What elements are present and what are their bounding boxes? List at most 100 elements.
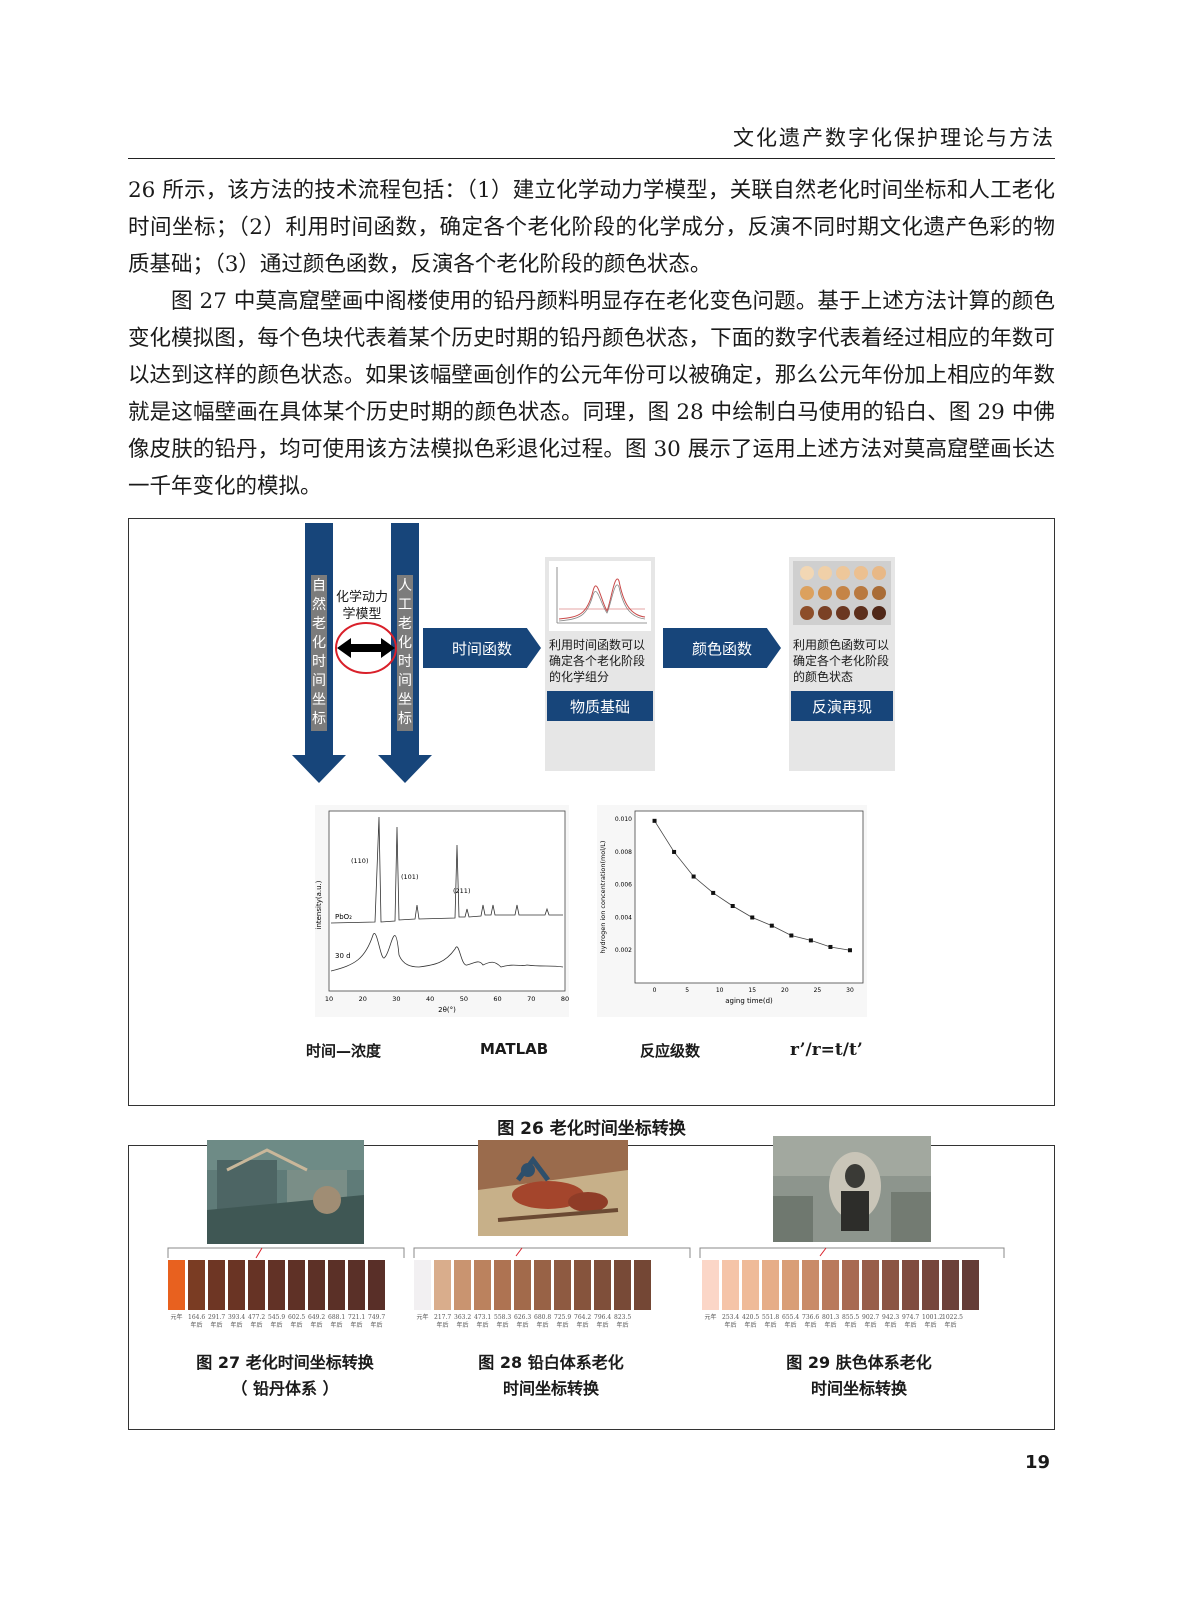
color-swatch xyxy=(942,1260,959,1310)
figure-28-caption: 图 28 铅白体系老化 时间坐标转换 xyxy=(478,1353,624,1398)
material-basis-label: 物质基础 xyxy=(547,691,653,721)
color-swatch xyxy=(454,1260,471,1310)
color-swatch xyxy=(248,1260,265,1310)
x-tick-label: 30 xyxy=(846,987,854,994)
color-swatch xyxy=(842,1260,859,1310)
years-label: 420.5 年后 xyxy=(742,1314,760,1329)
down-arrow-icon xyxy=(378,755,432,783)
y-tick-label: 0.008 xyxy=(615,849,632,856)
x-tick-label: 10 xyxy=(716,987,724,994)
color-swatch xyxy=(188,1260,205,1310)
color-swatch xyxy=(962,1260,979,1310)
color-swatch xyxy=(594,1260,611,1310)
years-label: 796.4 年后 xyxy=(594,1314,612,1329)
x-tick-label: 70 xyxy=(527,995,535,1003)
color-swatch xyxy=(742,1260,759,1310)
color-swatch xyxy=(762,1260,779,1310)
years-label: 253.4 年后 xyxy=(722,1314,740,1329)
years-label: 680.8 年后 xyxy=(534,1314,552,1329)
x-tick-label: 40 xyxy=(426,995,434,1003)
y-tick-label: 0.010 xyxy=(615,816,632,823)
figure-26: 自然老化时间坐标 人工老化时间坐标 化学动力学模型 时间函数 利用时间函数可以确… xyxy=(128,518,1055,1106)
x-axis-label: aging time(d) xyxy=(725,997,773,1005)
color-swatch xyxy=(328,1260,345,1310)
data-point xyxy=(672,849,677,854)
body-text: 26 所示，该方法的技术流程包括：（1）建立化学动力学模型，关联自然老化时间坐标… xyxy=(128,172,1055,505)
color-swatch xyxy=(288,1260,305,1310)
years-label: 217.7 年后 xyxy=(434,1314,452,1329)
color-swatch xyxy=(348,1260,365,1310)
years-label: 721.1 年后 xyxy=(348,1314,366,1329)
color-swatch xyxy=(434,1260,451,1310)
years-label: 元年 xyxy=(170,1314,183,1321)
x-tick-label: 25 xyxy=(814,987,822,994)
color-swatch xyxy=(822,1260,839,1310)
color-swatch xyxy=(614,1260,631,1310)
bracket-lines xyxy=(167,1247,1005,1259)
y-axis-label: hydrogen ion concentration(mol/L) xyxy=(599,841,607,954)
color-swatch xyxy=(268,1260,285,1310)
years-label: 736.6 年后 xyxy=(802,1314,820,1329)
color-swatch xyxy=(368,1260,385,1310)
years-label: 801.3 年后 xyxy=(822,1314,840,1329)
years-label: 164.6 年后 xyxy=(188,1314,206,1329)
kinetic-model-label: 化学动力学模型 xyxy=(335,590,388,622)
lead-white-swatches xyxy=(414,1260,651,1310)
color-swatch xyxy=(882,1260,899,1310)
color-swatch xyxy=(554,1260,571,1310)
figure-26-caption: 图 26 老化时间坐标转换 xyxy=(497,1119,686,1139)
years-label: 942.3 年后 xyxy=(882,1314,900,1329)
x-tick-label: 60 xyxy=(493,995,501,1003)
y-tick-label: 0.002 xyxy=(615,947,632,954)
years-label: 902.7 年后 xyxy=(862,1314,880,1329)
years-label: 元年 xyxy=(704,1314,717,1321)
time-concentration-label: 时间—浓度 xyxy=(306,1042,382,1060)
color-swatch xyxy=(862,1260,879,1310)
lead-red-swatches xyxy=(168,1260,385,1310)
years-label: 688.1 年后 xyxy=(328,1314,346,1329)
years-label: 626.3 年后 xyxy=(514,1314,532,1329)
years-label: 545.9 年后 xyxy=(268,1314,286,1329)
years-label: 823.5 年后 xyxy=(614,1314,632,1329)
mural-buddha-image xyxy=(773,1136,931,1242)
years-label: 602.5 年后 xyxy=(288,1314,306,1329)
series-label: 30 d xyxy=(335,952,351,960)
running-header: 文化遗产数字化保护理论与方法 xyxy=(733,126,1055,150)
color-swatch xyxy=(414,1260,431,1310)
color-swatch xyxy=(782,1260,799,1310)
skin-tone-swatches xyxy=(702,1260,979,1310)
rate-formula-label: r’/r=t/t’ xyxy=(790,1040,863,1060)
years-label: 749.7 年后 xyxy=(368,1314,386,1329)
years-label: 725.9 年后 xyxy=(554,1314,572,1329)
years-label: 558.3 年后 xyxy=(494,1314,512,1329)
x-tick-label: 10 xyxy=(325,995,333,1003)
artificial-aging-axis-label: 人工老化时间坐标 xyxy=(397,575,413,731)
x-axis-label: 2θ(°) xyxy=(438,1006,456,1014)
x-tick-label: 20 xyxy=(781,987,789,994)
color-swatch xyxy=(634,1260,651,1310)
header-rule xyxy=(128,158,1055,159)
data-point xyxy=(847,948,852,953)
inversion-text: 利用颜色函数可以确定各个老化阶段的颜色状态 xyxy=(793,638,890,684)
color-swatch xyxy=(922,1260,939,1310)
years-label: 393.4 年后 xyxy=(228,1314,246,1329)
years-label: 元年 xyxy=(416,1314,429,1321)
material-basis-text: 利用时间函数可以确定各个老化阶段的化学组分 xyxy=(549,638,646,684)
down-arrow-icon xyxy=(292,755,346,783)
years-label: 649.2 年后 xyxy=(308,1314,326,1329)
color-swatch xyxy=(802,1260,819,1310)
data-point xyxy=(828,944,833,949)
x-tick-label: 5 xyxy=(685,987,689,994)
x-tick-label: 20 xyxy=(359,995,367,1003)
data-point xyxy=(711,890,716,895)
data-point xyxy=(652,818,657,823)
y-axis-label: intensity(a.u.) xyxy=(315,880,323,929)
reaction-order-label: 反应级数 xyxy=(640,1042,701,1060)
color-swatch xyxy=(514,1260,531,1310)
color-swatch xyxy=(902,1260,919,1310)
time-function-box: 时间函数 xyxy=(423,628,541,668)
color-swatch xyxy=(574,1260,591,1310)
x-tick-label: 0 xyxy=(653,987,657,994)
data-point xyxy=(730,904,735,909)
